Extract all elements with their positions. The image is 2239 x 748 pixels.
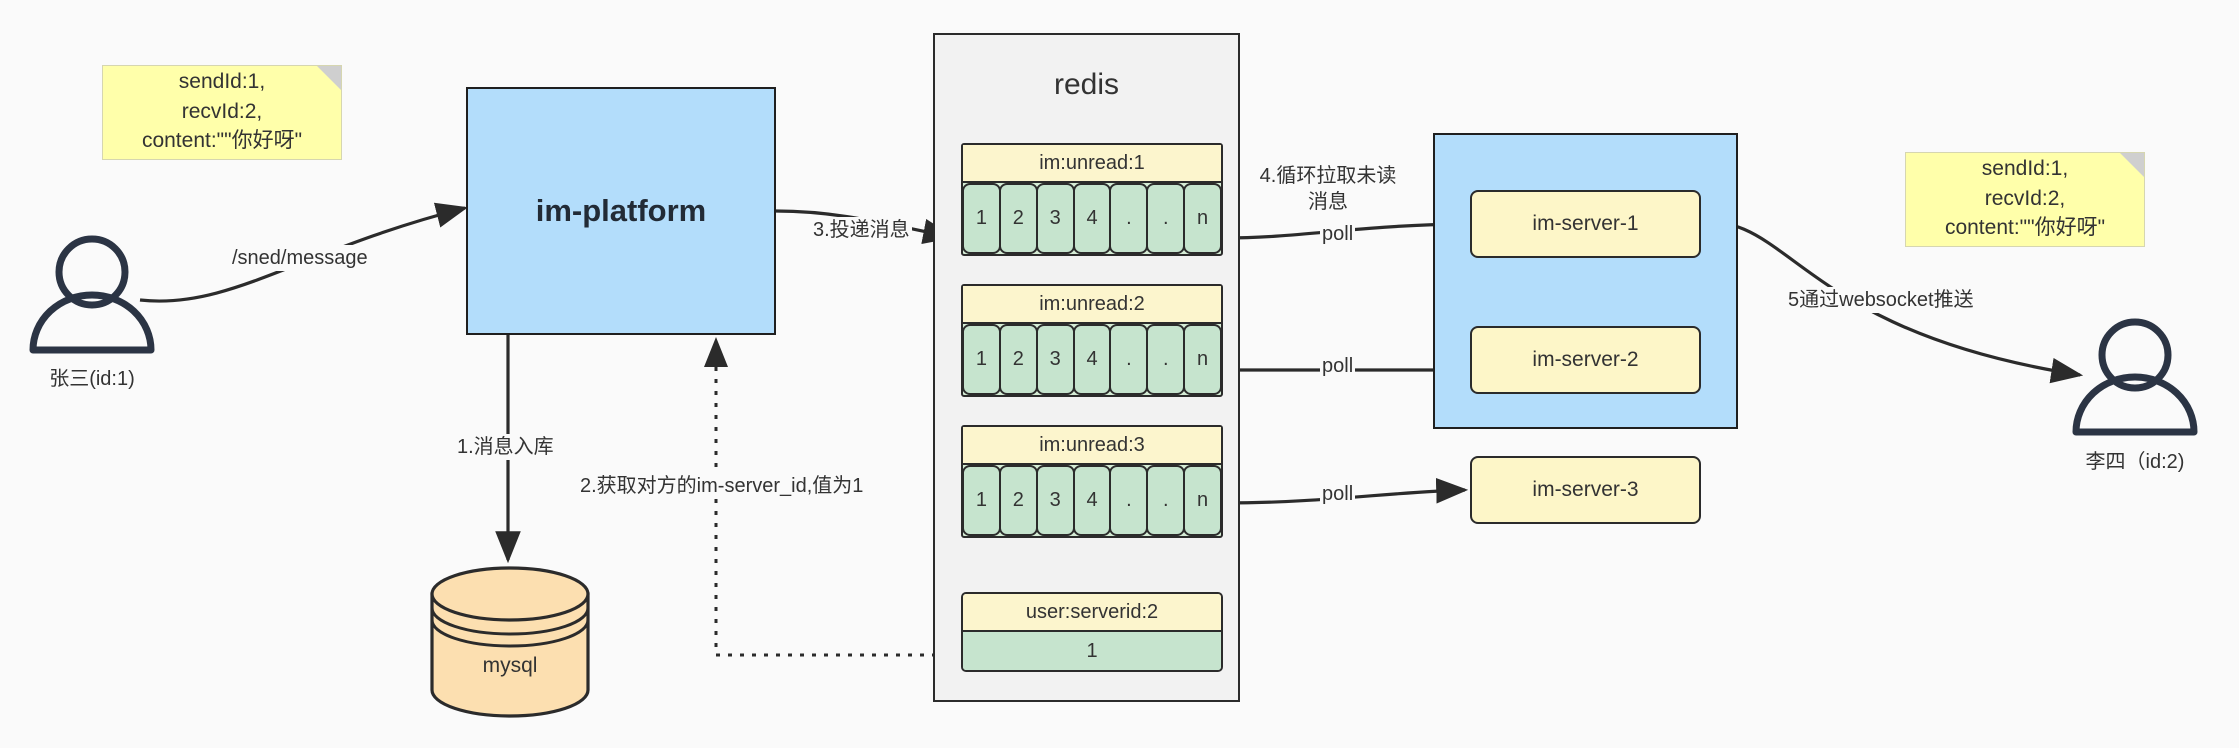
list-cell: 2 (998, 465, 1038, 536)
redis-list-im-unread-3[interactable]: im:unread:3 1 2 3 4 . . n (961, 425, 1223, 538)
redis-kv-key: user:serverid:2 (963, 594, 1221, 632)
redis-title: redis (1053, 68, 1120, 101)
edge-label-step5: 5通过websocket推送 (1786, 287, 1976, 313)
redis-list-cells: 1 2 3 4 . . n (962, 324, 1223, 395)
sender-caption: 张三(id:1) (49, 368, 135, 390)
redis-list-im-unread-2[interactable]: im:unread:2 1 2 3 4 . . n (961, 284, 1223, 397)
edge-label-poll-3: poll (1320, 481, 1356, 507)
im-server-1-box[interactable]: im-server-1 (1470, 190, 1701, 258)
mysql-cylinder-icon (430, 566, 590, 718)
list-cell: 4 (1072, 324, 1112, 395)
edge-label-step1: 1.消息入库 (455, 434, 556, 460)
list-cell: 3 (1035, 324, 1075, 395)
list-cell: 2 (998, 324, 1038, 395)
redis-list-key: im:unread:2 (963, 286, 1221, 324)
list-cell: 1 (962, 183, 1001, 254)
receiver-person-icon (2072, 318, 2198, 436)
list-cell: 2 (998, 183, 1038, 254)
note-right-text: sendId:1, recvId:2, content:""你好呀" (1944, 156, 2106, 240)
list-cell: n (1183, 324, 1223, 395)
note-right-message-payload: sendId:1, recvId:2, content:""你好呀" (1905, 152, 2145, 247)
list-cell: . (1109, 324, 1149, 395)
list-cell: . (1146, 183, 1186, 254)
redis-list-key: im:unread:3 (963, 427, 1221, 465)
edge-label-step3: 3.投递消息 (811, 217, 912, 243)
redis-list-cells: 1 2 3 4 . . n (962, 183, 1223, 254)
list-cell: 3 (1035, 183, 1075, 254)
list-cell: . (1109, 183, 1149, 254)
note-left-message-payload: sendId:1, recvId:2, content:""你好呀" (102, 65, 342, 160)
im-server-3-box[interactable]: im-server-3 (1470, 456, 1701, 524)
list-cell: 1 (962, 324, 1001, 395)
im-platform-label: im-platform (535, 193, 707, 228)
sender-person-icon (29, 235, 155, 354)
edge-label-step2: 2.获取对方的im-server_id,值为1 (578, 473, 866, 499)
im-server-3-label: im-server-3 (1532, 478, 1639, 501)
note-fold-corner-icon (2120, 153, 2144, 177)
list-cell: 4 (1072, 465, 1112, 536)
im-server-1-label: im-server-1 (1532, 212, 1639, 235)
redis-list-cells: 1 2 3 4 . . n (962, 465, 1223, 536)
list-cell: 1 (962, 465, 1001, 536)
list-cell: . (1109, 465, 1149, 536)
im-server-2-box[interactable]: im-server-2 (1470, 326, 1701, 394)
edge-label-poll-1: poll (1320, 221, 1356, 247)
redis-kv-user-serverid[interactable]: user:serverid:2 1 (961, 592, 1223, 672)
list-cell: n (1183, 183, 1223, 254)
edge-label-send-message: /sned/message (230, 245, 370, 271)
redis-list-im-unread-1[interactable]: im:unread:1 1 2 3 4 . . n (961, 143, 1223, 256)
im-server-2-label: im-server-2 (1532, 348, 1639, 371)
list-cell: . (1146, 465, 1186, 536)
receiver-caption: 李四（id:2) (2085, 451, 2185, 473)
list-cell: n (1183, 465, 1223, 536)
mysql-label: mysql (482, 654, 538, 677)
list-cell: 3 (1035, 465, 1075, 536)
edge-label-poll-2: poll (1320, 353, 1356, 379)
note-left-text: sendId:1, recvId:2, content:""你好呀" (141, 69, 303, 153)
list-cell: . (1146, 324, 1186, 395)
note-fold-corner-icon (317, 66, 341, 90)
im-platform-box[interactable]: im-platform (466, 87, 776, 335)
edge-label-step4: 4.循环拉取未读消息 (1253, 163, 1403, 215)
redis-list-key: im:unread:1 (963, 145, 1221, 183)
list-cell: 4 (1072, 183, 1112, 254)
redis-kv-value: 1 (963, 632, 1221, 670)
